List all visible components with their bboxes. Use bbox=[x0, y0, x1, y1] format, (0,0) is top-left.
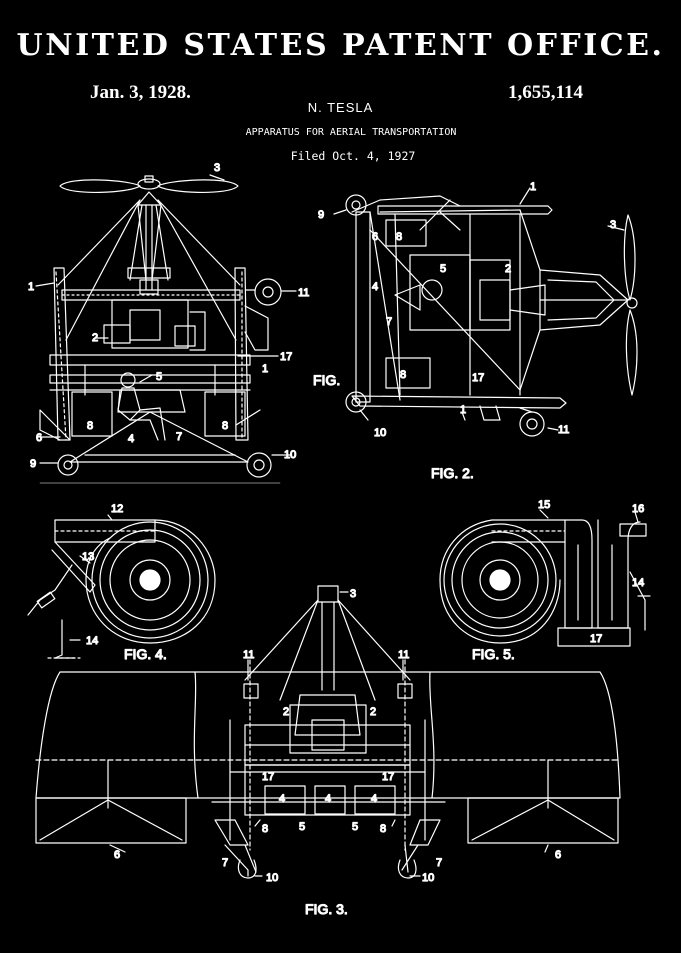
fig4-ref-13: 13 bbox=[82, 551, 94, 563]
fig1-ref-11: 11 bbox=[298, 287, 309, 299]
fig3-ref-11a: 11 bbox=[243, 649, 254, 661]
fig1-ref-6: 6 bbox=[36, 432, 42, 444]
fig2-ref-8a: 8 bbox=[396, 231, 402, 243]
fig5-caption: FIG. 5. bbox=[472, 646, 515, 662]
fig1-ref-8a: 8 bbox=[87, 420, 93, 432]
figure-1-labels: 3 1 11 2 17 1 5 8 8 6 4 7 9 10 bbox=[27, 161, 310, 470]
fig3-ref-7a: 7 bbox=[222, 857, 228, 869]
fig3-ref-8b: 8 bbox=[380, 823, 386, 835]
fig5-ref-17: 17 bbox=[590, 633, 602, 645]
fig3-ref-7b: 7 bbox=[436, 857, 442, 869]
fig1-ref-7: 7 bbox=[176, 431, 182, 443]
fig1-ref-1b: 1 bbox=[262, 363, 268, 375]
fig3-ref-2a: 2 bbox=[283, 706, 289, 718]
invention-title: APPARATUS FOR AERIAL TRANSPORTATION bbox=[245, 127, 457, 138]
figure-4-sectional-view bbox=[27, 514, 216, 659]
patent-number: 1,655,114 bbox=[508, 82, 583, 103]
patent-office-heading: UNITED STATES PATENT OFFICE. bbox=[16, 28, 665, 63]
fig3-ref-5a: 5 bbox=[299, 821, 305, 833]
fig3-ref-10a: 10 bbox=[266, 872, 278, 884]
figure-5-labels: FIG. 5. 15 16 14 17 bbox=[471, 498, 644, 662]
figure-2-side-view bbox=[333, 187, 638, 437]
fig5-ref-15: 15 bbox=[538, 499, 550, 511]
fig2-ref-17: 17 bbox=[472, 372, 484, 384]
fig2-ref-6: 6 bbox=[372, 231, 378, 243]
patent-date: Jan. 3, 1928. bbox=[90, 82, 191, 103]
fig4-caption: FIG. 4. bbox=[124, 646, 167, 662]
fig1-ref-5: 5 bbox=[156, 371, 162, 383]
fig1-ref-4: 4 bbox=[128, 433, 134, 445]
fig2-partial-caption: FIG. bbox=[313, 372, 340, 388]
fig2-ref-5: 5 bbox=[440, 263, 446, 275]
figure-1-front-view bbox=[35, 174, 297, 484]
figure-3-labels: FIG. 3. 3 11 11 2 2 17 17 4 4 4 5 5 8 8 … bbox=[113, 587, 561, 917]
fig3-caption: FIG. 3. bbox=[305, 901, 348, 917]
fig3-ref-11b: 11 bbox=[398, 649, 409, 661]
fig1-ref-3: 3 bbox=[214, 162, 220, 174]
figure-2-labels: FIG. 2. FIG. 1 9 6 8 3 2 4 5 7 8 17 1 10… bbox=[312, 180, 616, 481]
fig3-ref-2b: 2 bbox=[370, 706, 376, 718]
fig2-ref-7: 7 bbox=[386, 316, 392, 328]
fig3-ref-4c: 4 bbox=[371, 793, 377, 805]
fig1-ref-17: 17 bbox=[280, 351, 292, 363]
fig1-ref-2: 2 bbox=[92, 332, 98, 344]
fig3-ref-6a: 6 bbox=[114, 849, 120, 861]
fig3-ref-3: 3 bbox=[350, 588, 356, 600]
figure-5-sectional-view bbox=[439, 509, 651, 647]
fig2-ref-1a: 1 bbox=[530, 181, 536, 193]
figure-3-front-view bbox=[35, 585, 621, 879]
fig2-ref-10: 10 bbox=[374, 427, 386, 439]
fig3-ref-6b: 6 bbox=[555, 849, 561, 861]
fig2-ref-1b: 1 bbox=[460, 404, 466, 416]
filing-date: Filed Oct. 4, 1927 bbox=[290, 149, 416, 163]
fig3-ref-17b: 17 bbox=[382, 771, 394, 783]
fig2-caption: FIG. 2. bbox=[431, 465, 474, 481]
fig3-ref-4b: 4 bbox=[325, 793, 331, 805]
fig3-ref-17a: 17 bbox=[262, 771, 274, 783]
fig2-ref-11: 11 bbox=[558, 424, 569, 436]
fig3-ref-8a: 8 bbox=[262, 823, 268, 835]
fig2-ref-4: 4 bbox=[372, 281, 378, 293]
fig1-ref-9: 9 bbox=[30, 458, 36, 470]
fig2-ref-2: 2 bbox=[505, 263, 511, 275]
fig3-ref-5b: 5 bbox=[352, 821, 358, 833]
fig1-ref-10: 10 bbox=[284, 449, 296, 461]
fig5-ref-16: 16 bbox=[632, 503, 644, 515]
fig1-ref-8b: 8 bbox=[222, 420, 228, 432]
fig1-ref-1a: 1 bbox=[28, 281, 34, 293]
fig3-ref-10b: 10 bbox=[422, 872, 434, 884]
fig2-ref-9: 9 bbox=[318, 209, 324, 221]
figure-4-labels: FIG. 4. 12 13 14 bbox=[81, 502, 167, 662]
fig4-ref-12: 12 bbox=[111, 503, 123, 515]
fig2-ref-3: 3 bbox=[610, 219, 616, 231]
fig2-ref-8b: 8 bbox=[400, 369, 406, 381]
fig3-ref-4a: 4 bbox=[279, 793, 285, 805]
inventor-name: N. TESLA bbox=[307, 100, 374, 115]
fig4-ref-14: 14 bbox=[86, 635, 98, 647]
fig5-ref-14: 14 bbox=[632, 577, 644, 589]
